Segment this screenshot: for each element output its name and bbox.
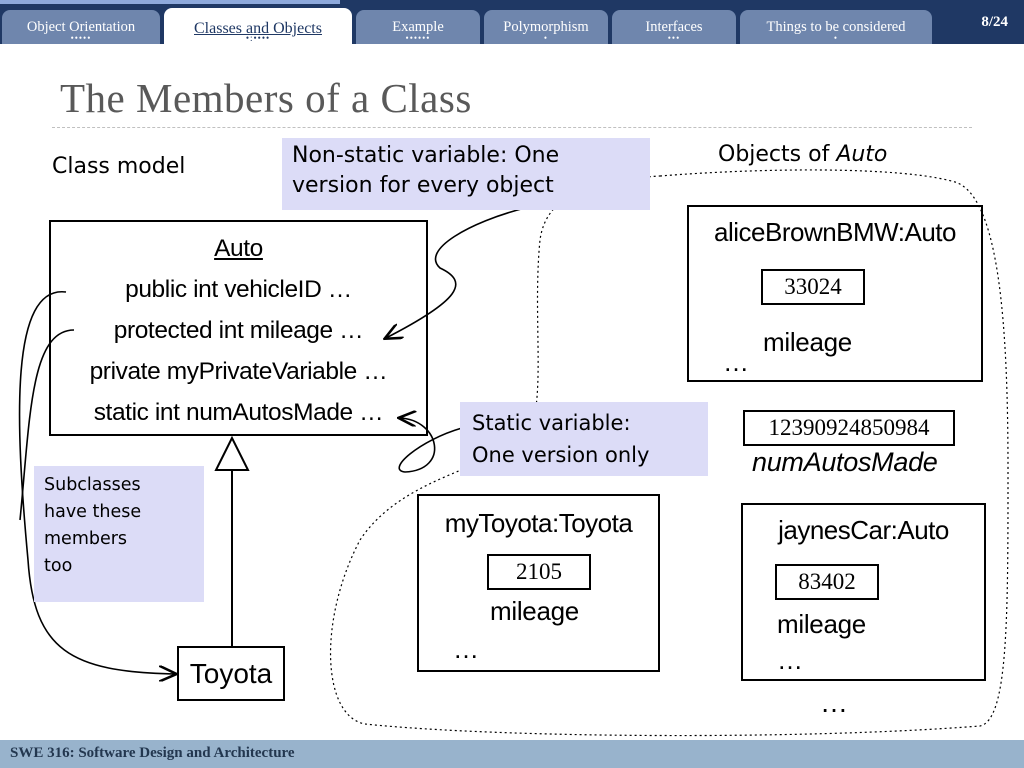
tab-interfaces[interactable]: Interfaces ••• bbox=[612, 10, 736, 44]
class-member: private myPrivateVariable … bbox=[89, 358, 388, 385]
mileage-value-box: 33024 bbox=[761, 269, 865, 305]
tab-progress-dots: ••• bbox=[667, 33, 681, 43]
object-name: aliceBrownBMW:Auto bbox=[714, 217, 956, 247]
footer-bar: SWE 316: Software Design and Architectur… bbox=[0, 740, 1024, 768]
mileage-label: mileage bbox=[490, 596, 579, 626]
note-line: members bbox=[44, 529, 128, 549]
objects-label-text: Objects of bbox=[718, 142, 830, 167]
object-alice-brown-bmw: aliceBrownBMW:Auto 33024 … mileage bbox=[687, 205, 983, 382]
class-model-label: Class model bbox=[52, 154, 186, 179]
footer-course-title: SWE 316: Software Design and Architectur… bbox=[10, 745, 295, 761]
tab-label: Interfaces bbox=[645, 19, 703, 35]
tab-things-to-be-considered[interactable]: Things to be considered • bbox=[740, 10, 932, 44]
tab-progress-dots: ••••• bbox=[70, 33, 92, 43]
note-line: One version only bbox=[472, 443, 650, 467]
tab-label: Object Orientation bbox=[26, 19, 136, 35]
note-line: Static variable: bbox=[472, 411, 631, 435]
objects-enclosure bbox=[330, 169, 1009, 737]
tab-progress-dots: •:•••• bbox=[245, 33, 271, 43]
class-member: protected int mileage … bbox=[113, 317, 364, 344]
mileage-value-box: 83402 bbox=[775, 564, 879, 600]
toyota-subclass-box: Toyota bbox=[177, 646, 285, 701]
inheritance-triangle bbox=[214, 435, 250, 471]
nonstatic-variable-note: Non-static variable: One version for eve… bbox=[282, 138, 650, 210]
nav-accent-strip bbox=[0, 0, 340, 4]
note-line: Non-static variable: One bbox=[292, 143, 560, 168]
slide-title: The Members of a Class bbox=[60, 75, 472, 121]
auto-class-box: Auto public int vehicleID … protected in… bbox=[49, 220, 428, 436]
tab-example[interactable]: Example •••••• bbox=[356, 10, 480, 44]
tab-classes-and-objects[interactable]: Classes and Objects •:•••• bbox=[164, 8, 352, 44]
tab-progress-dots: • bbox=[543, 33, 549, 43]
tab-label: Polymorphism bbox=[503, 19, 589, 35]
note-line: version for every object bbox=[292, 173, 554, 198]
static-value-box: 12390924850984 bbox=[743, 410, 955, 446]
tab-progress-dots: •••••• bbox=[405, 33, 431, 43]
tab-object-orientation[interactable]: Object Orientation ••••• bbox=[2, 10, 160, 44]
members-to-subclass-curve bbox=[18, 291, 175, 674]
page-number: 8/24 bbox=[981, 14, 1008, 30]
mileage-label: mileage bbox=[763, 327, 852, 357]
ellipsis: … bbox=[777, 645, 803, 675]
object-name: myToyota:Toyota bbox=[444, 508, 633, 538]
note-line: too bbox=[44, 556, 73, 576]
class-name: Auto bbox=[214, 235, 263, 262]
navigation-bar: Object Orientation ••••• Classes and Obj… bbox=[0, 0, 1024, 44]
tab-label: Classes and Objects bbox=[194, 20, 322, 37]
members-to-subclass-curve-2 bbox=[19, 329, 75, 521]
object-my-toyota: myToyota:Toyota 2105 mileage … bbox=[417, 494, 660, 672]
tab-polymorphism[interactable]: Polymorphism • bbox=[484, 10, 608, 44]
note-line: Subclasses bbox=[44, 475, 141, 495]
subclasses-note: Subclasses have these members too bbox=[34, 466, 204, 602]
title-divider bbox=[52, 127, 972, 128]
mileage-label: mileage bbox=[777, 609, 866, 639]
ellipsis: … bbox=[453, 634, 479, 664]
static-variable-name: numAutosMade bbox=[752, 447, 938, 477]
objects-label: Objects of Auto bbox=[718, 142, 887, 167]
nonstatic-arrow bbox=[386, 207, 526, 338]
class-member: public int vehicleID … bbox=[125, 276, 352, 303]
static-variable-note: Static variable: One version only bbox=[460, 402, 708, 476]
class-member: static int numAutosMade … bbox=[93, 399, 384, 426]
tab-progress-dots: • bbox=[833, 33, 839, 43]
tab-label: Things to be considered bbox=[766, 19, 906, 35]
ellipsis: … bbox=[723, 347, 749, 377]
object-jaynes-car: jaynesCar:Auto 83402 mileage … bbox=[741, 503, 986, 681]
objects-label-class: Auto bbox=[836, 142, 888, 167]
more-objects-ellipsis: … bbox=[820, 687, 848, 718]
object-name: jaynesCar:Auto bbox=[778, 515, 949, 545]
mileage-value-box: 2105 bbox=[487, 554, 591, 590]
tab-label: Example bbox=[392, 19, 444, 35]
note-line: have these bbox=[44, 502, 142, 522]
